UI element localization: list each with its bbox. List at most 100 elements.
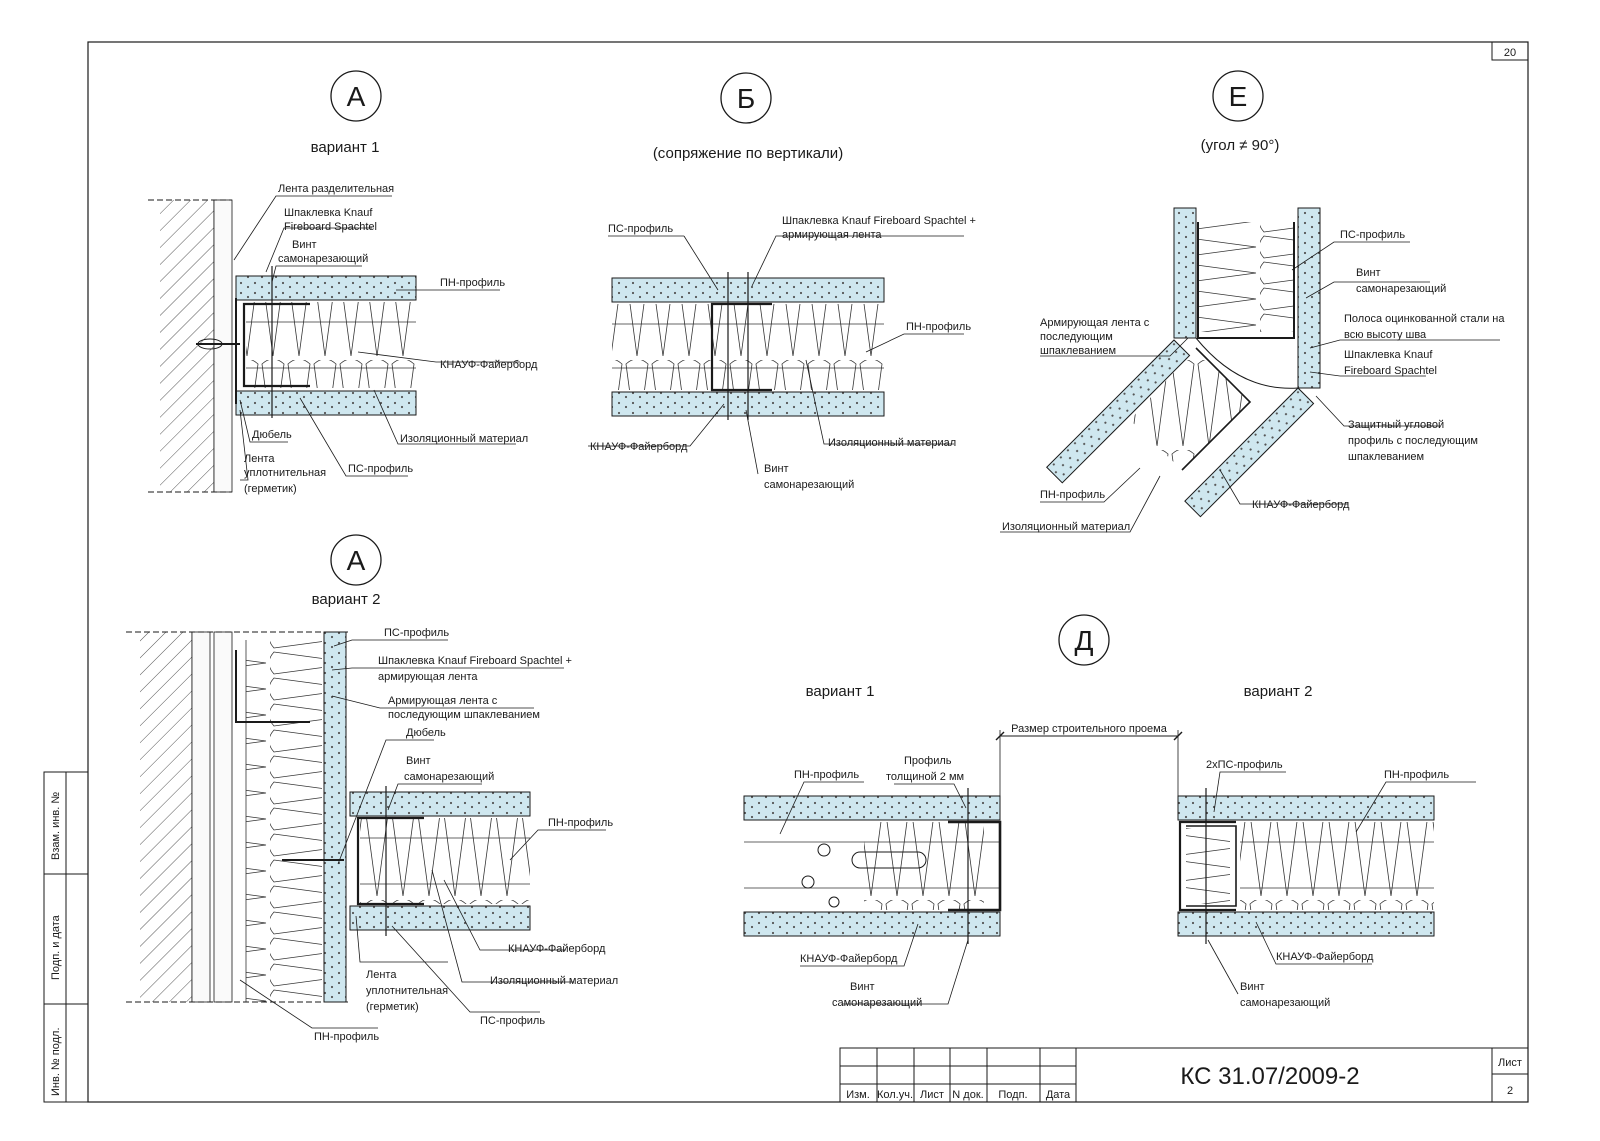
d-pn-v2: ПН-профиль [1384, 769, 1449, 781]
tb-list: Лист [920, 1089, 944, 1101]
e-screw-2: самонарезающий [1356, 283, 1446, 295]
e-ps: ПС-профиль [1340, 229, 1405, 241]
detail-a2: А вариант 2 [126, 534, 531, 1003]
tb-izm: Изм. [846, 1089, 870, 1101]
e-pn: ПН-профиль [1040, 489, 1105, 501]
detail-a2-caption: вариант 2 [312, 591, 381, 608]
detail-a1-marker: А [347, 81, 366, 112]
d-pn-v1: ПН-профиль [794, 769, 859, 781]
a2-ps-bottom: ПС-профиль [480, 1015, 545, 1027]
d-screw-1: Винт [850, 981, 875, 993]
d-board-v2: КНАУФ-Файерборд [1276, 951, 1374, 963]
detail-b-leaders [588, 235, 964, 475]
tb-ndok: N док. [952, 1089, 983, 1101]
detail-b-labels: ПС-профиль Шпаклевка Knauf Fireboard Spa… [590, 215, 976, 491]
a2-putty-2: армирующая лента [378, 671, 478, 683]
stamp-signature-date: Подп. и дата [50, 914, 62, 980]
document-code: КС 31.07/2009-2 [1180, 1063, 1359, 1090]
detail-e-caption: (угол ≠ 90°) [1201, 137, 1280, 154]
detail-e: Е (угол ≠ 90°) [1046, 70, 1321, 518]
a2-pn-bottom: ПН-профиль [314, 1031, 379, 1043]
a2-screw-2: самонарезающий [404, 771, 494, 783]
a2-seal-3: (герметик) [366, 1001, 419, 1013]
detail-b-caption: (сопряжение по вертикали) [653, 145, 843, 162]
a1-seal-2: уплотнительная [244, 467, 326, 479]
a2-screw-1: Винт [406, 755, 431, 767]
detail-d: Д вариант 1 вариант 2 Размер строительно… [743, 614, 1435, 944]
b-screw-1: Винт [764, 463, 789, 475]
e-putty-2: Fireboard Spachtel [1344, 365, 1437, 377]
detail-e-marker: Е [1229, 81, 1248, 112]
a1-putty-2: Fireboard Spachtel [284, 221, 377, 233]
a1-seal-3: (герметик) [244, 483, 297, 495]
detail-e-leaders [1000, 241, 1500, 533]
a1-ps: ПС-профиль [348, 463, 413, 475]
d-ps2x: 2хПС-профиль [1206, 759, 1283, 771]
detail-d-marker: Д [1075, 625, 1094, 656]
d-board-v1: КНАУФ-Файерборд [800, 953, 898, 965]
b-board: КНАУФ-Файерборд [590, 441, 688, 453]
e-corner-1: Защитный угловой [1348, 419, 1444, 431]
page-number: 20 [1504, 47, 1516, 59]
tb-data: Дата [1046, 1089, 1071, 1101]
a1-pn: ПН-профиль [440, 277, 505, 289]
e-tape-1: Армирующая лента с [1040, 317, 1150, 329]
detail-d-labels: ПН-профиль Профиль толщиной 2 мм КНАУФ-Ф… [794, 755, 1449, 1009]
e-putty-1: Шпаклевка Knauf [1344, 349, 1433, 361]
sheet-frame [87, 41, 1529, 1103]
detail-a1-labels: Лента разделительная Шпаклевка Knauf Fir… [244, 183, 538, 495]
detail-b-marker: Б [737, 83, 755, 114]
detail-d-leaders [779, 771, 1476, 1005]
detail-e-labels: ПС-профиль Винт самонарезающий Армирующа… [1002, 229, 1505, 533]
a2-putty-1: Шпаклевка Knauf Fireboard Spachtel + [378, 655, 572, 667]
a2-pn-right: ПН-профиль [548, 817, 613, 829]
d-opening-size: Размер строительного проема [1011, 723, 1168, 735]
b-screw-2: самонарезающий [764, 479, 854, 491]
detail-d-variant1: вариант 1 [806, 683, 875, 700]
b-pn: ПН-профиль [906, 321, 971, 333]
a1-seal-1: Лента [244, 453, 275, 465]
a1-dowel: Дюбель [252, 429, 292, 441]
e-insul: Изоляционный материал [1002, 521, 1130, 533]
a1-tape-sep: Лента разделительная [278, 183, 394, 195]
e-board: КНАУФ-Файерборд [1252, 499, 1350, 511]
d-screw-2-v2: самонарезающий [1240, 997, 1330, 1009]
a2-dowel: Дюбель [406, 727, 446, 739]
detail-a2-labels: ПС-профиль Шпаклевка Knauf Fireboard Spa… [314, 627, 618, 1043]
sheet-label: Лист [1498, 1057, 1522, 1069]
e-strip-1: Полоса оцинкованной стали на [1344, 313, 1505, 325]
a1-putty-1: Шпаклевка Knauf [284, 207, 373, 219]
a2-seal-2: уплотнительная [366, 985, 448, 997]
side-stamp [43, 771, 89, 1103]
detail-d-variant2: вариант 2 [1244, 683, 1313, 700]
stamp-replacement: Взам. инв. № [50, 792, 62, 860]
e-strip-2: всю высоту шва [1344, 329, 1427, 341]
b-putty-2: армирующая лента [782, 229, 882, 241]
a2-board: КНАУФ-Файерборд [508, 943, 606, 955]
a1-screw-1: Винт [292, 239, 317, 251]
e-screw-1: Винт [1356, 267, 1381, 279]
a1-screw-2: самонарезающий [278, 253, 368, 265]
title-block [839, 1047, 1529, 1103]
d-prof-2: толщиной 2 мм [886, 771, 964, 783]
detail-a1: А вариант 1 [148, 70, 417, 493]
detail-a2-leaders [239, 639, 606, 1029]
detail-a2-marker: А [347, 545, 366, 576]
d-screw-1-v2: Винт [1240, 981, 1265, 993]
tb-podp: Подп. [998, 1089, 1027, 1101]
detail-a1-caption: вариант 1 [311, 139, 380, 156]
detail-a1-leaders [233, 195, 520, 481]
d-screw-2: самонарезающий [832, 997, 922, 1009]
a2-insul: Изоляционный материал [490, 975, 618, 987]
b-putty-1: Шпаклевка Knauf Fireboard Spachtel + [782, 215, 976, 227]
tb-koluch: Кол.уч. [877, 1089, 913, 1101]
detail-b: Б (сопряжение по вертикали) [611, 72, 885, 420]
a2-ps-top: ПС-профиль [384, 627, 449, 639]
title-block-headers: Изм. Кол.уч. Лист N док. Подп. Дата [846, 1089, 1071, 1101]
b-insul: Изоляционный материал [828, 437, 956, 449]
e-tape-3: шпаклеванием [1040, 345, 1116, 357]
e-corner-2: профиль с последующим [1348, 435, 1478, 447]
a2-tape-1: Армирующая лента с [388, 695, 498, 707]
a1-insul: Изоляционный материал [400, 433, 528, 445]
a2-tape-2: последующим шпаклеванием [388, 709, 540, 721]
